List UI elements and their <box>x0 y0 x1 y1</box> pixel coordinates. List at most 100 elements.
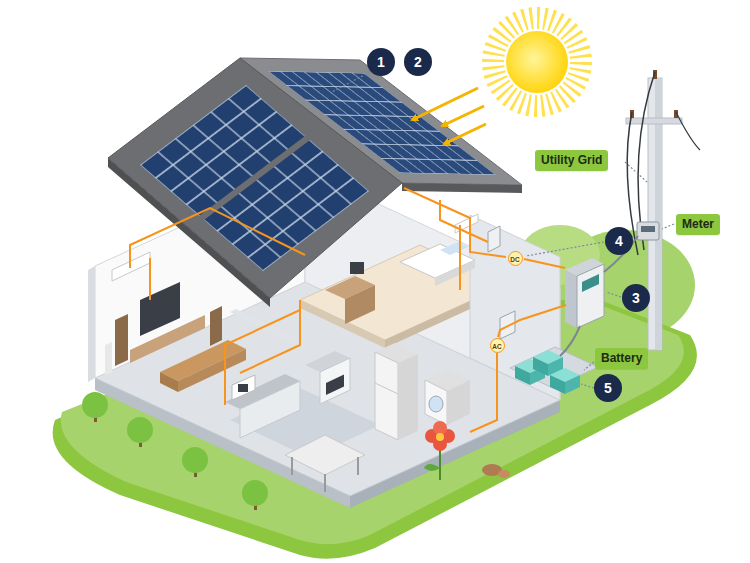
box-label: Battery <box>601 351 642 366</box>
bedroom <box>440 242 468 255</box>
utility-pole <box>626 118 682 124</box>
sun <box>493 18 581 106</box>
leader-line <box>625 162 647 182</box>
battery-bank <box>510 347 598 394</box>
appliances <box>375 343 470 440</box>
inverter <box>577 264 604 328</box>
orange-wiring <box>130 188 566 432</box>
kitchen <box>238 384 248 392</box>
flower <box>424 464 440 471</box>
sunlight-arrow <box>442 106 484 126</box>
sunlight-arrow <box>412 88 486 144</box>
utility-pole <box>676 112 700 150</box>
roof-front <box>108 58 402 298</box>
label-box: Meter <box>676 214 720 235</box>
inverter <box>565 270 577 328</box>
current-tag: DC <box>508 251 523 266</box>
battery-bank <box>515 366 530 385</box>
leader-line <box>332 72 370 92</box>
living-room <box>115 314 128 366</box>
living-room <box>105 342 112 375</box>
appliances <box>429 396 443 412</box>
bedroom <box>345 285 375 324</box>
callout-number: 1 <box>367 48 395 76</box>
appliances <box>447 380 470 425</box>
battery-bank <box>565 375 580 394</box>
kitchen <box>326 375 344 395</box>
leader-line <box>581 384 594 388</box>
inverter <box>488 226 500 252</box>
orange-wiring <box>498 305 566 337</box>
orange-wiring <box>149 258 151 300</box>
roof-front <box>204 140 369 271</box>
appliances <box>425 380 447 425</box>
living-room <box>160 372 178 392</box>
battery-bank <box>550 375 565 394</box>
leader-line <box>662 224 674 229</box>
living-room <box>140 282 180 336</box>
kitchen <box>291 457 293 475</box>
rocks <box>498 470 510 478</box>
sun <box>506 31 568 93</box>
kitchen <box>225 351 365 492</box>
callout-number: 4 <box>605 227 633 255</box>
living-room <box>210 306 222 346</box>
orange-wiring <box>524 259 565 268</box>
house-walls <box>470 215 560 400</box>
kitchen <box>285 435 365 475</box>
house-walls <box>88 266 95 382</box>
kitchen <box>232 375 255 400</box>
roof-front <box>108 58 402 307</box>
grey-cable <box>560 326 580 356</box>
appliances <box>375 352 398 440</box>
leader-line <box>332 72 674 388</box>
callout-number: 5 <box>594 374 622 402</box>
roof <box>402 183 522 193</box>
callout-number: 3 <box>622 284 650 312</box>
orange-wiring <box>240 300 300 373</box>
orange-wiring <box>459 225 461 290</box>
flower <box>439 448 441 480</box>
shrubs <box>82 392 268 510</box>
kitchen <box>320 358 350 404</box>
bedroom <box>435 260 475 286</box>
sunlight-arrow <box>444 124 486 144</box>
utility-pole <box>641 226 655 232</box>
orange-wiring <box>225 310 300 405</box>
box-label: Meter <box>682 217 714 232</box>
shrubs <box>127 417 153 443</box>
label-box: Battery <box>595 348 648 369</box>
kitchen <box>357 457 359 475</box>
battery-bank <box>533 357 548 376</box>
box-label: Utility Grid <box>541 153 602 168</box>
current-tag: AC <box>490 338 505 353</box>
orange-wiring <box>130 208 305 268</box>
leader-line <box>606 292 621 297</box>
rocks <box>482 464 510 478</box>
inverter <box>500 311 515 339</box>
orange-wiring <box>470 353 497 432</box>
living-room <box>130 315 205 363</box>
flower <box>433 421 447 435</box>
shrubs <box>182 447 208 473</box>
inverter <box>488 226 604 339</box>
flower <box>436 433 444 441</box>
utility-pole <box>637 222 659 240</box>
bedroom <box>350 262 364 274</box>
label-box: Utility Grid <box>535 150 608 171</box>
orange-wiring <box>440 200 488 242</box>
appliances <box>398 354 418 440</box>
callout-number: 2 <box>404 48 432 76</box>
leader-line <box>526 242 604 256</box>
sun <box>493 18 581 106</box>
leader-line <box>584 362 594 370</box>
shrubs <box>82 392 108 418</box>
appliances <box>375 383 398 394</box>
inverter <box>582 274 599 292</box>
kitchen <box>324 474 326 492</box>
orange-wiring <box>404 188 506 257</box>
flower <box>424 421 455 480</box>
